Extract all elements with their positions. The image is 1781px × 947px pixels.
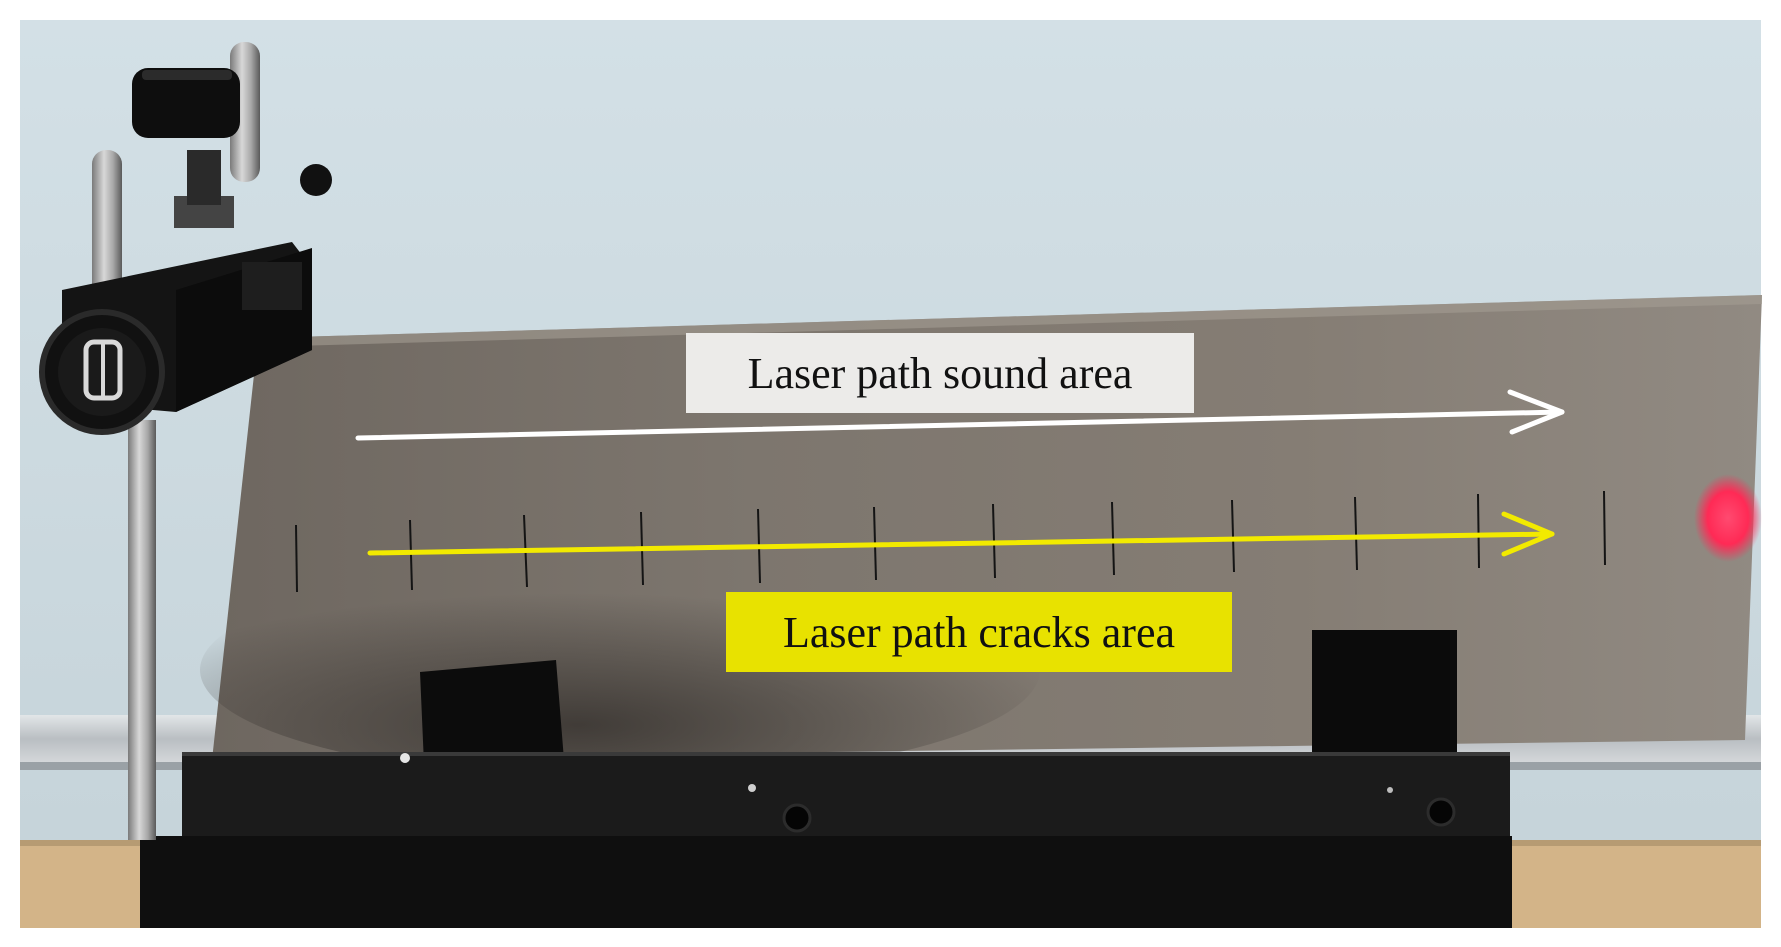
base-block-top <box>182 752 1510 844</box>
rod-front <box>128 420 156 840</box>
laser-spot-icon <box>1694 474 1762 562</box>
sound-path-arrow <box>355 389 1565 441</box>
sound-area-label: Laser path sound area <box>686 333 1194 413</box>
support-block-left <box>420 660 564 764</box>
sound-area-label-text: Laser path sound area <box>747 348 1133 398</box>
support-block-right <box>1312 630 1457 760</box>
knob-icon <box>39 309 165 435</box>
cracks-path-arrow <box>367 511 1555 557</box>
base-block-front <box>140 836 1512 928</box>
crack-tick-marks <box>295 490 1606 593</box>
cracks-area-label-text: Laser path cracks area <box>782 607 1176 657</box>
rod-back-short <box>92 150 122 310</box>
cracks-area-label: Laser path cracks area <box>726 592 1232 672</box>
